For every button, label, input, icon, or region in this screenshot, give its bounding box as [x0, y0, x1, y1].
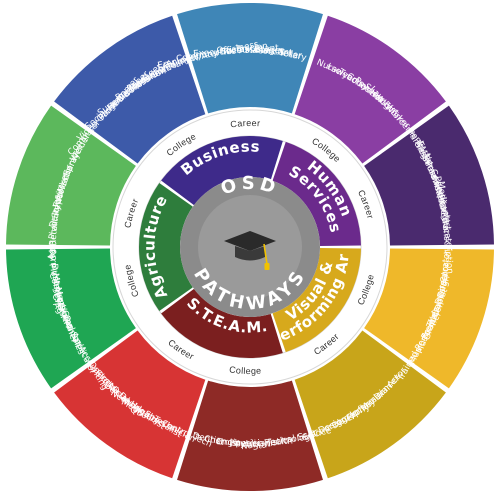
outer-segment-business-b	[177, 3, 323, 114]
ring-label-college: College	[229, 364, 262, 376]
pathway-segment-visual-performing-arts	[272, 247, 361, 353]
pathway-segment-s-t-e-a-m	[161, 288, 283, 358]
graduation-cap-icon	[224, 231, 276, 270]
career-item: Curator	[439, 249, 452, 283]
outer-career-segments	[5, 2, 495, 492]
pathway-segment-agriculture	[139, 183, 193, 311]
career-item: Public Health	[235, 436, 293, 450]
outer-segment-visual-performing-arts-b	[294, 330, 446, 479]
outer-segment-human-services-b	[364, 105, 494, 246]
ring-label-career: Career	[230, 118, 261, 129]
outer-segment-s-t-e-a-m-a	[177, 380, 323, 491]
outer-segment-human-services-a	[294, 15, 446, 164]
career-item: Tax Assistant	[234, 44, 294, 58]
outer-segment-agriculture-b	[6, 105, 136, 246]
outer-segment-business-a	[54, 15, 206, 164]
outer-segment-agriculture-a	[6, 248, 136, 389]
career-item: Office Manager	[216, 46, 283, 56]
career-item: Engineer	[216, 437, 256, 450]
outer-segment-s-t-e-a-m-b	[54, 330, 206, 479]
pathway-segments	[139, 136, 361, 358]
pathway-segment-human-services	[272, 141, 361, 247]
outer-segment-visual-performing-arts-a	[364, 248, 494, 389]
career-item: Physician	[229, 439, 270, 449]
pathway-segment-business	[161, 136, 283, 206]
